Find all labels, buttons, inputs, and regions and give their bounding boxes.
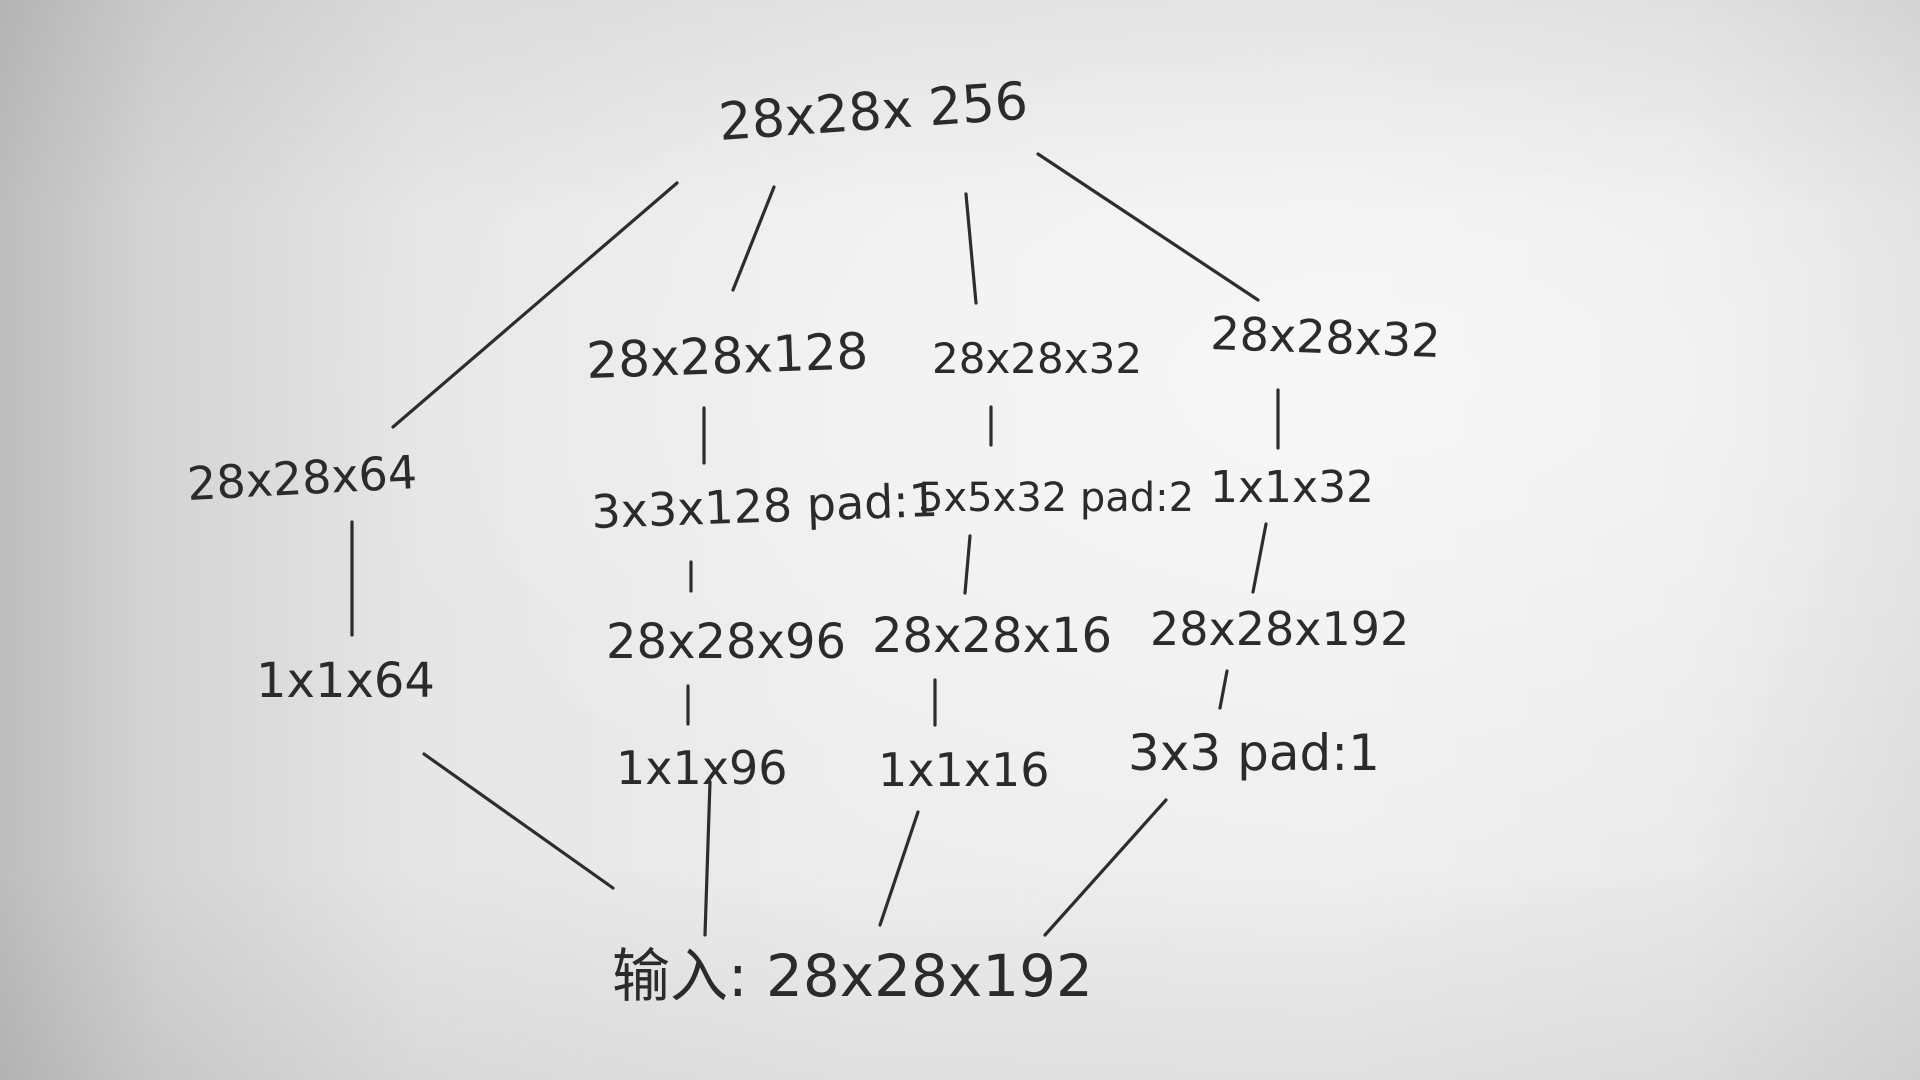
connector-lines	[350, 152, 1280, 937]
node-b1-out: 28x28x64	[186, 445, 419, 511]
node-labels: 28x28x 256 28x28x64 1x1x64 28x28x128 3x3…	[186, 72, 1442, 1010]
edge-b4-mid-pool	[1218, 669, 1229, 710]
node-b1-conv: 1x1x64	[256, 653, 435, 709]
node-b3-out: 28x28x32	[932, 334, 1142, 383]
node-input: 输入: 28x28x192	[612, 942, 1093, 1010]
node-b2-out: 28x28x128	[585, 322, 869, 390]
edge-output-b1	[391, 181, 679, 429]
edge-output-b4	[1036, 152, 1260, 302]
edge-output-b2	[731, 185, 776, 292]
edge-b1-conv-input	[422, 752, 615, 890]
node-b3-conv: 5x5x32 pad:2	[918, 475, 1194, 521]
node-output: 28x28x 256	[717, 72, 1030, 153]
edge-b3-reduce-input	[878, 810, 920, 927]
edge-b2-reduce-input	[703, 780, 712, 937]
edge-b4-conv-mid	[1251, 522, 1268, 594]
node-b3-reduce: 1x1x16	[878, 743, 1050, 797]
node-b2-mid: 28x28x96	[606, 614, 846, 670]
node-b4-conv: 1x1x32	[1210, 462, 1374, 513]
edge-b3-conv-mid	[963, 534, 972, 595]
edge-b4-pool-input	[1043, 798, 1168, 937]
edge-output-b3	[964, 192, 978, 305]
node-b4-out: 28x28x32	[1210, 306, 1442, 368]
node-b2-reduce: 1x1x96	[616, 741, 788, 795]
node-b3-mid: 28x28x16	[872, 608, 1112, 664]
node-b2-conv: 3x3x128 pad:1	[590, 473, 938, 539]
node-b4-pool: 3x3 pad:1	[1128, 724, 1380, 782]
node-b4-mid: 28x28x192	[1150, 602, 1409, 656]
